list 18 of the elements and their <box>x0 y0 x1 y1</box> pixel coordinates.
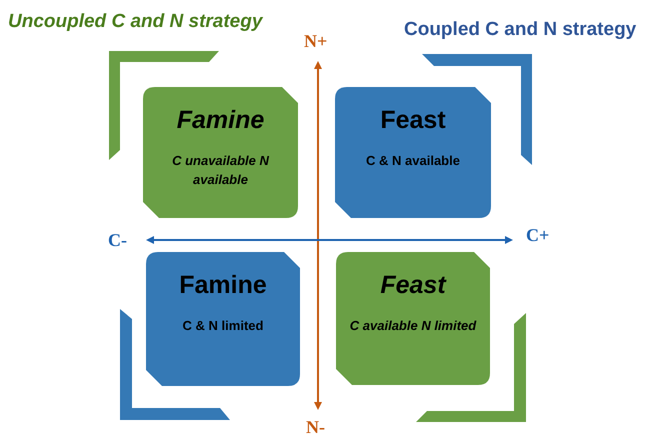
quadrant-description: C available N limited <box>348 317 478 335</box>
quadrant-box <box>146 252 300 386</box>
quadrant-heading: Feast <box>380 105 446 135</box>
quadrant-box <box>336 252 490 385</box>
quadrant-description: C unavailable N available <box>171 152 270 189</box>
quadrant-heading: Famine <box>176 105 264 135</box>
strategy-title: Uncoupled C and N strategy <box>8 10 262 34</box>
axis-label: C- <box>108 229 127 252</box>
quadrant-description: C & N limited <box>182 317 264 335</box>
axis-label: C+ <box>526 224 550 247</box>
quadrant-box <box>335 87 491 218</box>
quadrant-box <box>143 87 298 218</box>
quadrant-heading: Famine <box>179 270 267 300</box>
axis-label: N+ <box>304 30 328 53</box>
strategy-title: Coupled C and N strategy <box>404 18 636 42</box>
axis-label: N- <box>306 416 325 439</box>
quadrant-description: C & N available <box>365 152 461 170</box>
quadrant-heading: Feast <box>380 270 446 300</box>
